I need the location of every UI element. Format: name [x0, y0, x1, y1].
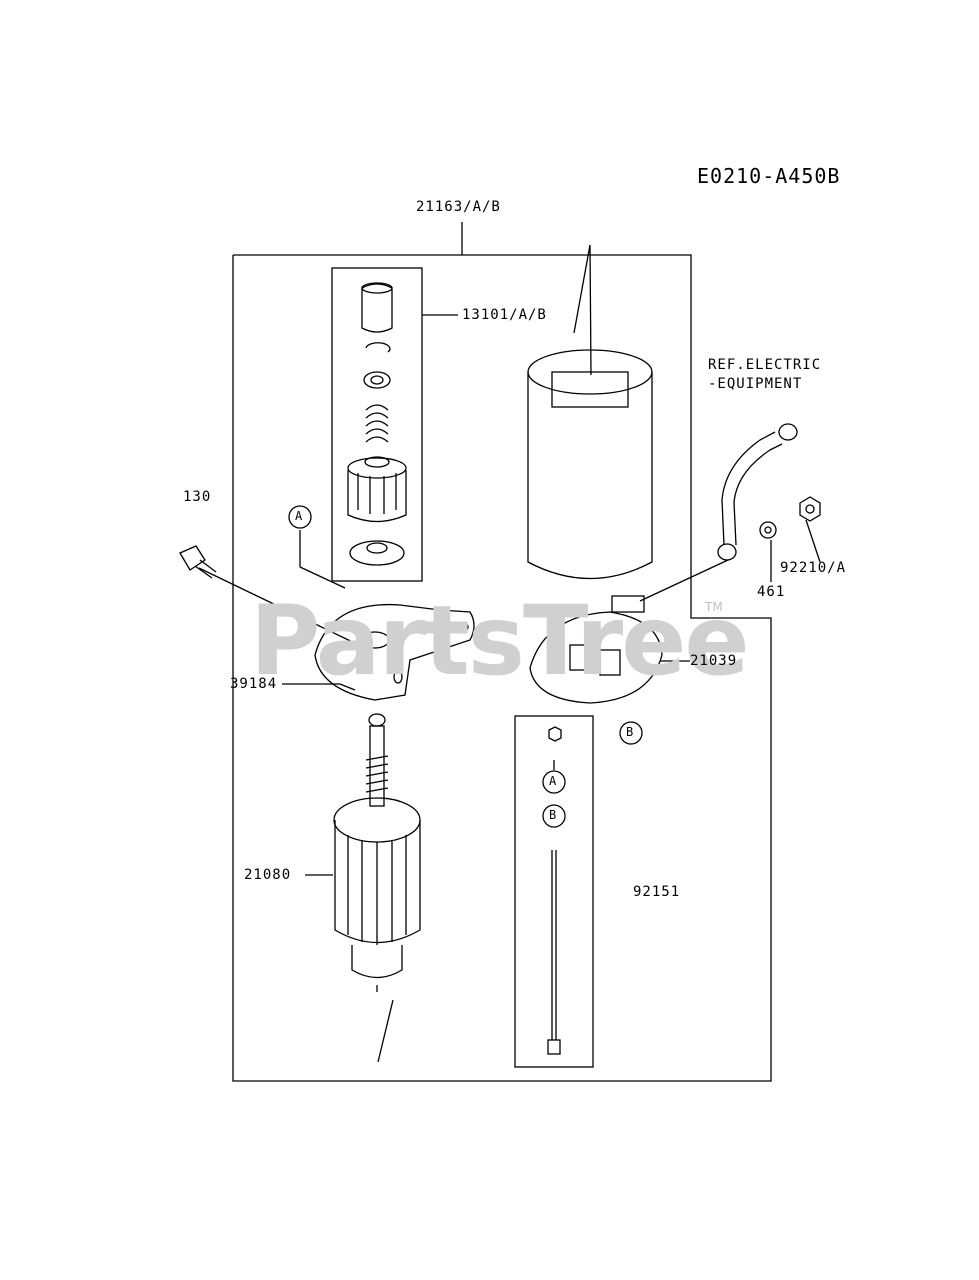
cable — [721, 431, 776, 546]
stop-collar — [363, 371, 391, 389]
callout-a-2: A — [549, 774, 557, 788]
spring — [365, 404, 389, 443]
ref-line-2: -EQUIPMENT — [708, 376, 803, 392]
nut-92210 — [799, 496, 821, 522]
callout-b-1: B — [549, 808, 557, 822]
label-pinion-kit[interactable]: 13101/A/B — [462, 307, 547, 323]
label-starter-assembly[interactable]: 21163/A/B — [416, 199, 501, 215]
watermark: PartsTree — [250, 585, 749, 697]
bolt-130 — [179, 545, 206, 571]
diagram-code: E0210-A450B — [697, 164, 841, 188]
callout-b-2: B — [626, 725, 634, 739]
callout-a-circle-2 — [542, 770, 566, 794]
label-nut[interactable]: 92210/A — [780, 560, 847, 576]
pinion-kit-frame — [331, 267, 423, 582]
front-bracket — [314, 603, 475, 701]
pinion-plate — [349, 540, 405, 566]
callout-b-circle-2 — [619, 721, 643, 745]
label-through-bolt[interactable]: 92151 — [633, 884, 681, 900]
snap-ring — [365, 342, 391, 353]
yoke — [527, 372, 653, 580]
watermark-tm: TM — [705, 600, 723, 614]
label-brush-holder[interactable]: 21039 — [690, 653, 738, 669]
label-bolt[interactable]: 130 — [183, 489, 212, 505]
label-washer[interactable]: 461 — [757, 584, 786, 600]
armature-thread — [365, 755, 389, 793]
pinion-cap — [361, 283, 393, 333]
commutator — [351, 945, 403, 979]
ref-line-1: REF.ELECTRIC — [708, 357, 822, 373]
armature-shaft — [369, 725, 385, 807]
brush-holder — [529, 611, 663, 704]
callout-a-circle-1 — [288, 505, 312, 529]
washer-461 — [759, 521, 777, 539]
through-bolt-frame — [514, 715, 594, 1068]
pinion-gear — [347, 470, 407, 523]
assembly-frame — [232, 254, 772, 1082]
callout-a-1: A — [295, 509, 303, 523]
callout-b-circle-1 — [542, 804, 566, 828]
label-armature[interactable]: 21080 — [244, 867, 292, 883]
label-bracket[interactable]: 39184 — [230, 676, 278, 692]
